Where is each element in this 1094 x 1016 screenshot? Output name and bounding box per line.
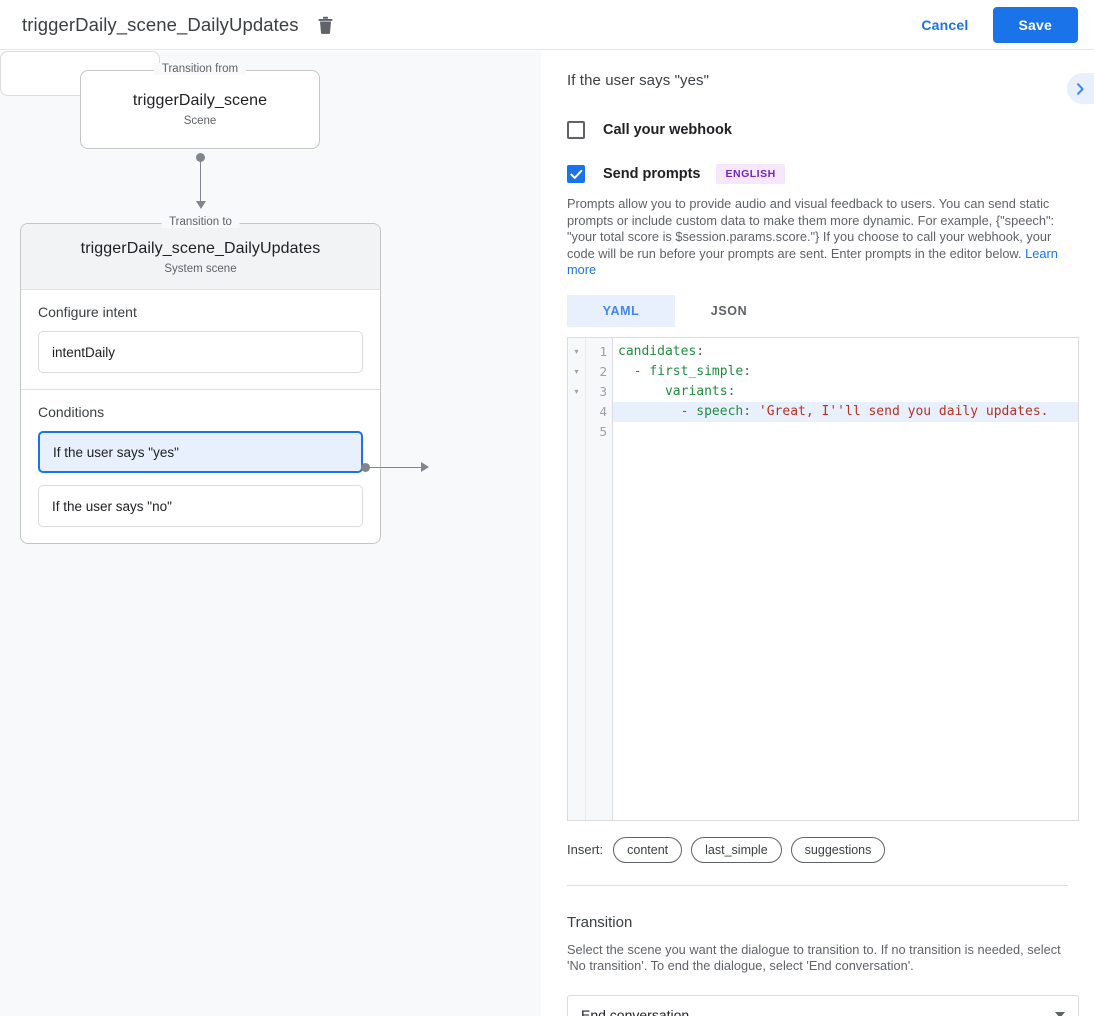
condition-item-label: If the user says "yes" <box>53 444 179 460</box>
fold-arrow-icon <box>568 402 585 422</box>
conditions-label: Conditions <box>38 404 105 420</box>
send-prompts-label: Send prompts <box>603 166 701 182</box>
collapse-panel-button[interactable] <box>1067 73 1094 104</box>
condition-connector-line <box>370 467 422 468</box>
learn-more-link[interactable]: Learn more <box>567 245 1058 278</box>
section-divider <box>567 884 1068 886</box>
transition-section-title: Transition <box>567 913 633 931</box>
condition-item-label: If the user says "no" <box>52 498 172 514</box>
fold-arrow-icon[interactable]: ▾ <box>574 347 579 356</box>
delete-button[interactable] <box>313 12 339 38</box>
language-badge: ENGLISH <box>716 164 785 184</box>
code-line: candidates: <box>618 343 705 359</box>
code-line: variants: <box>664 383 736 399</box>
transition-select[interactable]: End conversation <box>567 994 1079 1016</box>
condition-item-no[interactable]: If the user says "no" <box>38 485 363 527</box>
fold-arrow-icon[interactable]: ▾ <box>574 387 579 396</box>
top-bar-actions: Cancel Save <box>907 6 1094 43</box>
transition-from-subtitle: Scene <box>183 115 217 127</box>
cancel-button[interactable]: Cancel <box>907 9 982 41</box>
editor-format-tabs: YAML JSON <box>567 294 1068 327</box>
prompt-code-editor[interactable]: ▾ ▾ ▾ 1 2 3 4 5 candidates: - first_simp… <box>567 336 1079 821</box>
transition-section-description: Select the scene you want the dialogue t… <box>567 941 1061 974</box>
details-panel: If the user says "yes" Call your webhook… <box>541 51 1094 1016</box>
panel-body: If the user says "yes" Call your webhook… <box>541 51 1094 1016</box>
check-icon <box>569 169 582 179</box>
panel-header: If the user says "yes" <box>567 51 1094 109</box>
top-bar: triggerDaily_scene_DailyUpdates Cancel S… <box>0 0 1094 50</box>
line-number: 1 <box>599 343 607 359</box>
panel-title: If the user says "yes" <box>567 71 710 89</box>
line-number: 4 <box>599 403 607 419</box>
conditions-section: Conditions If the user says "yes" If the… <box>21 389 380 543</box>
webhook-row[interactable]: Call your webhook <box>567 121 1068 139</box>
code-line <box>613 422 1078 442</box>
transition-from-title: triggerDaily_scene <box>132 92 268 109</box>
caret-down-icon <box>1055 1011 1065 1016</box>
insert-row: Insert: content last_simple suggestions <box>567 836 1068 863</box>
transition-select-value: End conversation <box>581 1006 690 1016</box>
line-number: 3 <box>599 383 607 399</box>
page-title: triggerDaily_scene_DailyUpdates <box>22 13 299 35</box>
transition-from-node[interactable]: Transition from triggerDaily_scene Scene <box>80 63 320 149</box>
fold-arrow-icon[interactable]: ▾ <box>574 367 579 376</box>
configure-intent-label: Configure intent <box>38 304 137 320</box>
line-number: 2 <box>599 363 607 379</box>
insert-chip-content[interactable]: content <box>613 836 683 863</box>
trash-icon <box>318 16 333 34</box>
connector-line-vertical <box>200 157 201 201</box>
graph-canvas[interactable]: Transition from triggerDaily_scene Scene… <box>0 51 541 1016</box>
editor-fold-column: ▾ ▾ ▾ <box>568 337 586 820</box>
condition-item-yes[interactable]: If the user says "yes" <box>38 431 363 473</box>
code-line: - speech: 'Great, I''ll send you daily u… <box>613 401 1078 422</box>
transition-to-title: triggerDaily_scene_DailyUpdates <box>80 240 321 257</box>
prompts-help-body: Prompts allow you to provide audio and v… <box>567 196 1055 261</box>
transition-from-legend: Transition from <box>153 63 247 75</box>
connector-arrow-down <box>196 201 206 209</box>
transition-to-legend: Transition to <box>161 216 240 228</box>
condition-connector-arrow <box>421 462 429 472</box>
intent-field[interactable]: intentDaily <box>38 331 363 373</box>
tab-json[interactable]: JSON <box>710 303 748 318</box>
transition-to-node[interactable]: Transition to triggerDaily_scene_DailyUp… <box>20 216 381 544</box>
editor-code-area[interactable]: candidates: - first_simple: variants: - … <box>613 338 1078 820</box>
line-number: 5 <box>599 423 607 439</box>
fold-arrow-icon <box>568 422 585 442</box>
save-button[interactable]: Save <box>992 6 1078 43</box>
tab-yaml[interactable]: YAML <box>567 294 675 327</box>
insert-chip-suggestions[interactable]: suggestions <box>790 836 886 863</box>
transition-to-header: triggerDaily_scene_DailyUpdates System s… <box>21 224 380 289</box>
call-webhook-checkbox[interactable] <box>567 121 585 139</box>
insert-label: Insert: <box>567 842 604 857</box>
transition-to-subtitle: System scene <box>164 263 237 275</box>
editor-gutter: 1 2 3 4 5 <box>586 337 613 820</box>
chevron-right-icon <box>1077 82 1084 95</box>
condition-connector-dot <box>361 463 370 472</box>
code-line: - first_simple: <box>633 363 752 379</box>
prompts-help-text: Prompts allow you to provide audio and v… <box>567 196 1068 279</box>
send-prompts-row[interactable]: Send prompts ENGLISH <box>567 164 1068 184</box>
insert-chip-last-simple[interactable]: last_simple <box>691 836 782 863</box>
send-prompts-checkbox[interactable] <box>567 165 585 183</box>
configure-intent-section: Configure intent intentDaily <box>21 289 380 389</box>
call-webhook-label: Call your webhook <box>603 122 732 138</box>
